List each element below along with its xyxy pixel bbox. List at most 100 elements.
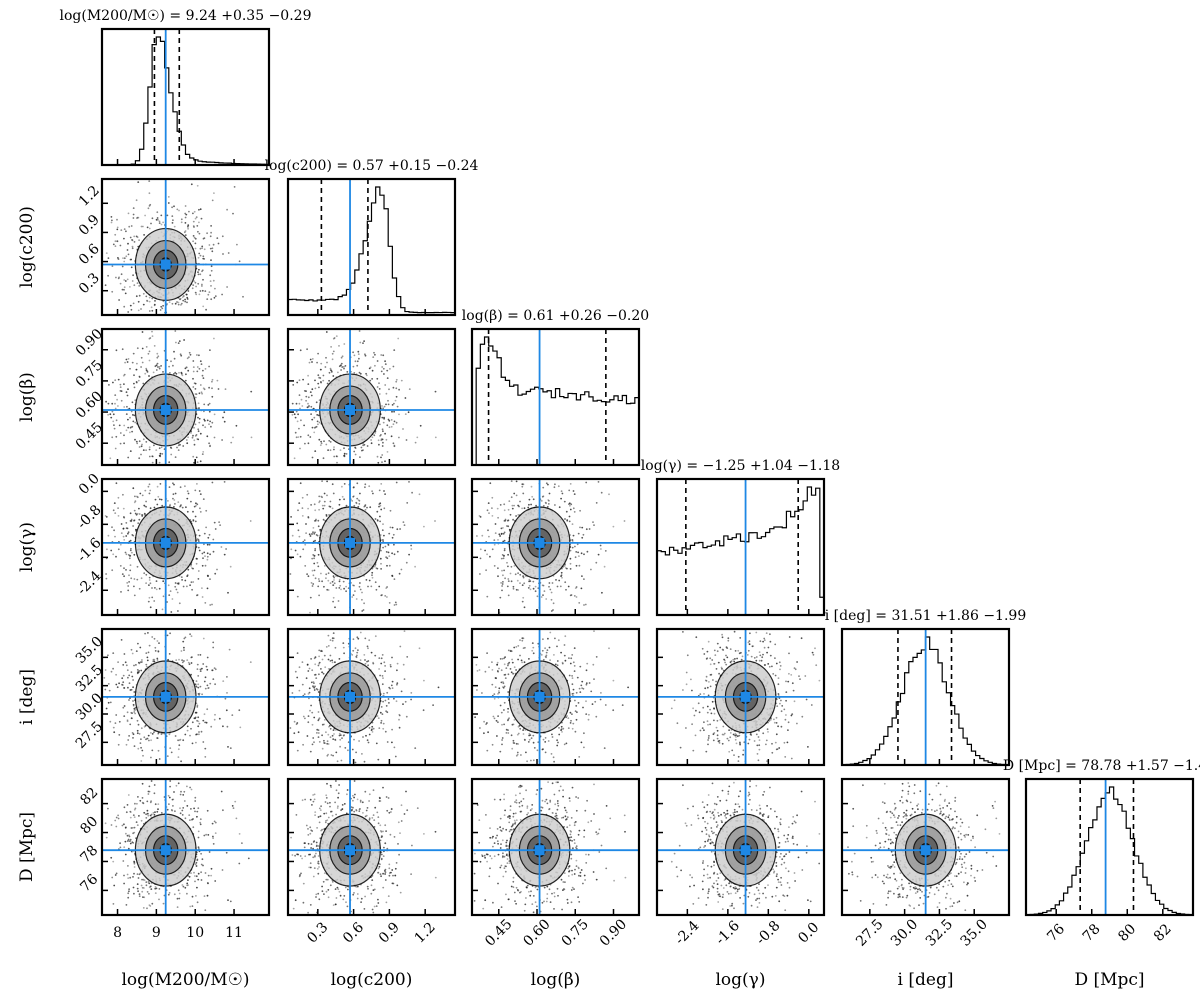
y-axis-label-logg: log(γ) xyxy=(17,522,37,572)
y-axis-label-logc: log(c200) xyxy=(17,206,37,288)
panel-frame xyxy=(470,477,641,617)
truth-marker xyxy=(345,404,356,415)
x-axis-label-logg: log(γ) xyxy=(716,970,766,990)
y-tick-label: -1.6 xyxy=(74,535,104,565)
y-tick-label: 0.6 xyxy=(76,241,103,268)
truth-marker xyxy=(534,691,545,702)
x-tick-label: 8 xyxy=(113,925,122,941)
x-tick-label: 0.3 xyxy=(304,919,331,946)
panel-incl-incl xyxy=(840,627,1011,767)
panel-logb-logM: 0.450.600.750.90 xyxy=(73,326,271,467)
title-dist: D [Mpc] = 78.78 +1.57 −1.43 xyxy=(1003,758,1200,774)
y-tick-label: 1.2 xyxy=(76,183,103,210)
x-tick-label: 0.90 xyxy=(597,916,630,949)
title-logg: log(γ) = −1.25 +1.04 −1.18 xyxy=(641,458,840,474)
title-logc: log(c200) = 0.57 +0.15 −0.24 xyxy=(265,158,479,174)
truth-marker xyxy=(740,845,751,856)
x-tick-label: 35.0 xyxy=(958,916,991,949)
panel-frame xyxy=(655,777,826,917)
panel-logg-logc xyxy=(286,477,457,617)
truth-marker xyxy=(345,845,356,856)
truth-marker xyxy=(534,537,545,548)
panel-frame xyxy=(100,177,271,317)
y-tick-label: 82 xyxy=(77,785,101,809)
y-tick-label: 0.9 xyxy=(76,212,103,239)
histogram-logb xyxy=(472,336,640,466)
x-tick-label: 9 xyxy=(152,925,161,941)
y-tick-label: -0.8 xyxy=(74,502,104,532)
panel-frame xyxy=(286,327,457,467)
panel-frame xyxy=(100,777,271,917)
panel-incl-logM: 27.530.032.535.0 xyxy=(73,627,271,767)
x-tick-label: 78 xyxy=(1080,921,1104,945)
panel-frame xyxy=(840,627,1011,767)
panel-logb-logc xyxy=(286,327,457,467)
histogram-logg xyxy=(656,486,825,615)
panel-frame xyxy=(286,177,457,317)
y-axis-label-dist: D [Mpc] xyxy=(17,812,37,882)
x-tick-label: -2.4 xyxy=(672,918,702,948)
panel-frame xyxy=(470,777,641,917)
panel-frame xyxy=(100,477,271,617)
truth-marker xyxy=(534,845,545,856)
y-tick-label: 78 xyxy=(77,842,101,866)
panel-frame xyxy=(100,27,271,167)
panel-logg-logb xyxy=(470,477,641,617)
x-tick-label: 27.5 xyxy=(853,916,886,949)
x-tick-label: -1.6 xyxy=(713,918,743,948)
panel-frame xyxy=(470,627,641,767)
x-axis-label-dist: D [Mpc] xyxy=(1074,970,1144,990)
panel-incl-logg xyxy=(655,627,826,767)
panel-logc-logM: 0.30.60.91.2 xyxy=(76,177,271,317)
panel-logb-logb xyxy=(470,327,641,467)
panel-frame xyxy=(1024,777,1195,917)
x-tick-label: 10 xyxy=(186,925,204,941)
x-tick-label: 76 xyxy=(1044,921,1068,945)
panel-frame xyxy=(100,327,271,467)
x-tick-label: 82 xyxy=(1151,921,1175,945)
x-tick-label: 0.9 xyxy=(376,919,403,946)
y-tick-label: 76 xyxy=(77,871,101,895)
panel-incl-logc xyxy=(286,627,457,767)
panel-frame xyxy=(100,627,271,767)
histogram-logM xyxy=(102,36,270,166)
truth-marker xyxy=(920,845,931,856)
y-tick-label: 0.3 xyxy=(76,270,103,297)
y-tick-label: -2.4 xyxy=(74,568,104,598)
panel-incl-logb xyxy=(470,627,641,767)
x-tick-label: 80 xyxy=(1115,921,1139,945)
truth-marker xyxy=(160,404,171,415)
truth-marker xyxy=(345,691,356,702)
x-axis-label-logb: log(β) xyxy=(531,970,581,990)
x-tick-label: 1.2 xyxy=(412,919,439,946)
panel-frame xyxy=(286,477,457,617)
panel-logM-logM xyxy=(100,27,271,167)
x-tick-label: 30.0 xyxy=(888,916,921,949)
panel-frame xyxy=(286,777,457,917)
x-tick-label: 32.5 xyxy=(923,916,956,949)
panel-logg-logg xyxy=(655,477,826,617)
x-tick-label: 0.60 xyxy=(520,916,553,949)
histogram-logc xyxy=(287,186,456,315)
panel-logc-logc xyxy=(286,177,457,317)
y-axis-label-incl: i [deg] xyxy=(17,669,37,725)
panel-dist-dist: 76 78 80 82 xyxy=(1024,777,1195,945)
panel-frame xyxy=(655,477,826,617)
y-tick-label: 0.0 xyxy=(76,471,103,498)
y-axis-label-logb: log(β) xyxy=(17,372,37,422)
x-tick-label: -0.8 xyxy=(753,918,783,948)
x-tick-label: 0.45 xyxy=(482,916,515,949)
truth-marker xyxy=(345,537,356,548)
panel-frame xyxy=(655,627,826,767)
y-tick-label: 80 xyxy=(77,814,101,838)
panel-frame xyxy=(470,327,641,467)
panel-logg-logM: -2.4-1.6-0.8 0.0 xyxy=(74,471,271,617)
x-tick-label: 0.75 xyxy=(559,916,592,949)
title-logb: log(β) = 0.61 +0.26 −0.20 xyxy=(462,308,649,324)
